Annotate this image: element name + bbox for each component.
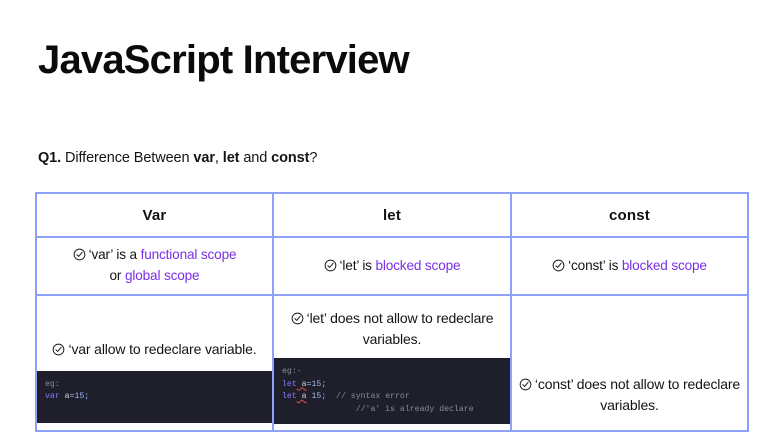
- code-let-keyword-2: let: [282, 392, 297, 402]
- comparison-table: Var let const ‘var’ is a functional scop…: [35, 192, 749, 432]
- check-circle-icon: [552, 259, 565, 272]
- table-header-row: Var let const: [35, 192, 749, 238]
- var-scope-line2-accent: global scope: [124, 268, 200, 283]
- question-keyword-let: let: [222, 150, 240, 166]
- cell-var-redeclare-text: ‘var allow to redeclare variable.: [37, 339, 272, 360]
- cell-var-redeclare: ‘var allow to redeclare variable. eg: va…: [35, 294, 274, 432]
- question-text-after: ?: [309, 150, 318, 166]
- column-header-const: const: [510, 192, 749, 238]
- code-let-keyword-1: let: [282, 379, 297, 389]
- code-label-var: eg:: [45, 379, 60, 389]
- code-var-value: =15;: [69, 392, 90, 402]
- code-var-ident: a: [59, 392, 70, 402]
- question-separator-1: ,: [214, 150, 223, 166]
- cell-const-redeclare-text: ‘const’ does not allow to redeclare vari…: [512, 374, 747, 417]
- var-scope-line1-plain: ‘var’ is a: [88, 247, 141, 263]
- table-row: ‘var’ is a functional scope or global sc…: [35, 236, 749, 296]
- cell-var-scope-text: ‘var’ is a functional scope or global sc…: [37, 245, 272, 286]
- code-label-let: eg:-: [282, 367, 302, 377]
- check-circle-icon: [291, 312, 304, 325]
- question-separator-2: and: [239, 150, 272, 166]
- code-var-keyword: var: [45, 392, 60, 402]
- let-redeclare-label: ‘let’ does not allow to redeclare variab…: [306, 309, 494, 347]
- cell-const-scope: ‘const’ is blocked scope: [510, 236, 749, 296]
- column-header-let: let: [272, 192, 512, 238]
- cell-let-scope: ‘let’ is blocked scope: [272, 236, 512, 296]
- code-let-comment-2: //'a' is already declare: [282, 404, 474, 414]
- let-scope-plain: ‘let’ is: [339, 257, 376, 273]
- const-scope-accent: blocked scope: [621, 257, 707, 273]
- cell-let-redeclare-text: ‘let’ does not allow to redeclare variab…: [274, 308, 510, 351]
- question-number: Q1.: [38, 150, 62, 166]
- cell-const-scope-text: ‘const’ is blocked scope: [512, 256, 747, 277]
- var-redeclare-label: ‘var allow to redeclare variable.: [68, 341, 257, 358]
- cell-let-scope-text: ‘let’ is blocked scope: [274, 256, 510, 277]
- check-circle-icon: [52, 343, 65, 356]
- cell-let-redeclare: ‘let’ does not allow to redeclare variab…: [272, 294, 512, 432]
- code-let-comment-1: // syntax error: [326, 392, 410, 402]
- const-redeclare-label: ‘const’ does not allow to redeclare vari…: [534, 375, 741, 413]
- table-row: ‘var allow to redeclare variable. eg: va…: [35, 294, 749, 432]
- cell-const-redeclare: ‘const’ does not allow to redeclare vari…: [510, 294, 749, 432]
- let-scope-accent: blocked scope: [375, 257, 461, 273]
- check-circle-icon: [73, 248, 86, 261]
- var-scope-line1-accent: functional scope: [140, 247, 237, 263]
- column-header-var: Var: [35, 192, 274, 238]
- question-keyword-var: var: [193, 150, 215, 166]
- code-let-ident-1: a: [296, 379, 307, 389]
- const-scope-plain: ‘const’ is: [568, 257, 622, 273]
- code-block-var: eg: var a=15;: [35, 370, 274, 423]
- question-text-before: Difference Between: [61, 150, 194, 166]
- check-circle-icon: [519, 378, 532, 391]
- question-keyword-const: const: [271, 150, 310, 166]
- code-let-ident-2: a: [296, 392, 307, 402]
- question-line: Q1. Difference Between var, let and cons…: [38, 150, 317, 166]
- page-title: JavaScript Interview: [38, 38, 410, 82]
- check-circle-icon: [324, 259, 337, 272]
- cell-var-scope: ‘var’ is a functional scope or global sc…: [35, 236, 274, 296]
- code-let-value-2: 15;: [306, 392, 327, 402]
- code-block-let: eg:- let a=15; let a 15; // syntax error…: [272, 358, 512, 425]
- code-let-value-1: =15;: [306, 379, 327, 389]
- var-scope-line2-plain: or: [109, 268, 125, 283]
